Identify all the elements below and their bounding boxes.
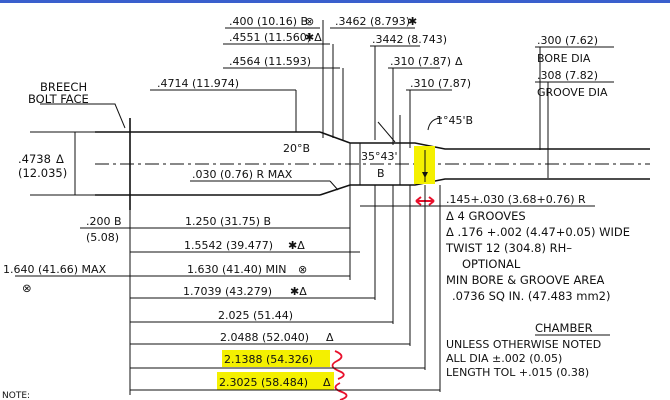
- note-wide: Δ .176 +.002 (4.47+0.05) WIDE: [446, 225, 630, 239]
- chamber-profile: [95, 115, 650, 210]
- dim-310b: .310 (7.87): [410, 77, 471, 90]
- dim-3442: .3442 (8.743): [372, 33, 447, 46]
- note-optional: OPTIONAL: [462, 257, 521, 271]
- len-1250: 1.250 (31.75) B: [185, 215, 271, 228]
- len-15542: 1.5542 (39.477): [184, 239, 273, 252]
- dim-3462: .3462 (8.793): [335, 15, 410, 28]
- top-leaders: [40, 20, 614, 178]
- len-1630: 1.630 (41.40) MIN: [187, 263, 287, 276]
- left-leaders: [15, 131, 339, 277]
- note-area: .0736 SQ IN. (47.483 mm2): [452, 289, 610, 303]
- dim-4738: .4738: [18, 152, 51, 166]
- dim-200: .200 B: [86, 215, 122, 228]
- b-mark: B: [377, 167, 385, 180]
- groove-dia-label: GROOVE DIA: [537, 86, 608, 99]
- highlight-21388: [222, 350, 330, 367]
- dim-1640: 1.640 (41.66) MAX: [3, 263, 107, 276]
- highlight-23025: [217, 372, 334, 390]
- dim-310a-symbol: Δ: [455, 55, 463, 68]
- chamber-line-3: LENGTH TOL +.015 (0.38): [446, 366, 589, 379]
- len-20488-symbol: Δ: [326, 331, 334, 344]
- dim-4551-symbol: ✱Δ: [305, 31, 322, 44]
- groove-dia-value: .308 (7.82): [537, 69, 598, 82]
- len-2025: 2.025 (51.44): [218, 309, 293, 322]
- len-15542-symbol: ✱Δ: [288, 239, 305, 252]
- len-1630-symbol: ⊗: [298, 263, 307, 276]
- dim-030: .030 (0.76) R MAX: [192, 168, 293, 181]
- note-min-bore: MIN BORE & GROOVE AREA: [446, 273, 605, 287]
- bore-dia-label: BORE DIA: [537, 52, 591, 65]
- dim-4738-symbol: Δ: [56, 152, 64, 166]
- breech-label: BREECH: [40, 80, 87, 94]
- dim-12035: (12.035): [18, 166, 67, 180]
- note-twist: TWIST 12 (304.8) RH–: [445, 241, 572, 255]
- bore-dia-value: .300 (7.62): [537, 34, 598, 47]
- dim-508: (5.08): [86, 231, 119, 244]
- dim-400: .400 (10.16) B: [229, 15, 308, 28]
- chamber-line-2: ALL DIA ±.002 (0.05): [446, 352, 562, 365]
- note-label: NOTE:: [2, 391, 30, 400]
- note-radius: .145+.030 (3.68+0.76) R: [446, 193, 586, 206]
- angle-20: 20°B: [283, 142, 310, 155]
- dim-400-symbol: ⊗: [305, 15, 314, 28]
- top-frame-line: [0, 0, 670, 3]
- red-squiggle-upper: [331, 350, 345, 380]
- dim-3462-symbol: ✱: [408, 15, 417, 28]
- angle-1-45: 1°45'B: [436, 114, 473, 127]
- len-17039: 1.7039 (43.279): [183, 285, 272, 298]
- len-21388: 2.1388 (54.326): [224, 353, 313, 366]
- red-squiggle-lower: [334, 382, 348, 400]
- dim-1640-symbol: ⊗: [22, 281, 32, 295]
- len-23025-symbol: Δ: [323, 376, 331, 389]
- len-20488: 2.0488 (52.040): [220, 331, 309, 344]
- dim-310a: .310 (7.87): [390, 55, 451, 68]
- chamber-title: CHAMBER: [535, 321, 593, 335]
- throat-arrow: [422, 172, 428, 178]
- bolt-face-label: BOLT FACE: [28, 92, 89, 106]
- dim-4714: .4714 (11.974): [157, 77, 239, 90]
- note-grooves: Δ 4 GROOVES: [446, 209, 526, 223]
- chamber-line-1: UNLESS OTHERWISE NOTED: [446, 338, 601, 351]
- dim-4564: .4564 (11.593): [229, 55, 311, 68]
- angle-35-43: 35°43': [361, 150, 398, 163]
- dim-4551: .4551 (11.560): [229, 31, 311, 44]
- length-lines: [129, 185, 595, 395]
- len-23025: 2.3025 (58.484): [219, 376, 308, 389]
- len-17039-symbol: ✱Δ: [290, 285, 307, 298]
